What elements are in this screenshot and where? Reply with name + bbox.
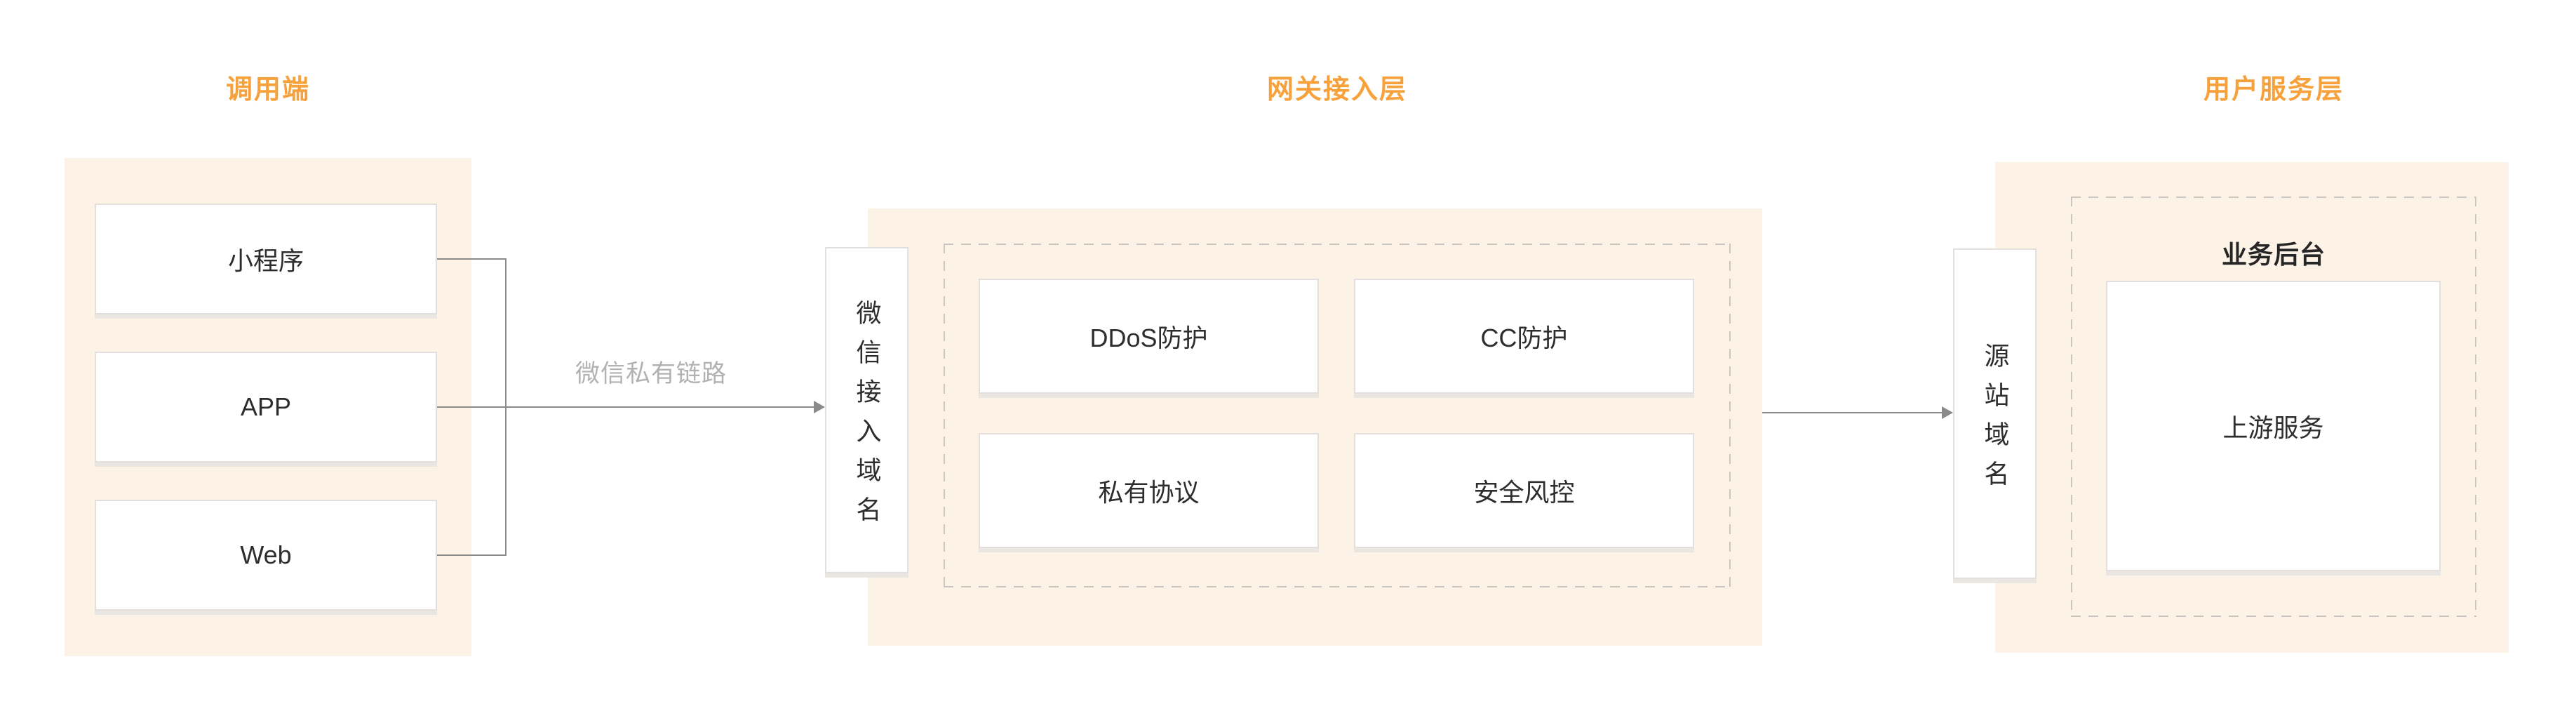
node-upstream-service-label: 上游服务 [2222,413,2324,442]
node-security-risk-control: 安全风控 [1354,433,1694,548]
section-label-gateway: 网关接入层 [1266,75,1408,105]
node-web-label: Web [240,540,292,569]
node-security-risk-control-label: 安全风控 [1473,478,1575,507]
connector-arrow-line-origin [1762,412,1943,413]
node-wechat-access-domain-label: 微信接入域名 [852,299,882,536]
arrow-right-icon [1942,406,1953,419]
node-mini-program-label: 小程序 [227,246,304,275]
connector-arrow-line-private-link [437,406,815,408]
node-app-label: APP [240,392,292,421]
node-ddos-protection-label: DDoS防护 [1089,324,1208,352]
node-private-protocol-label: 私有协议 [1098,478,1200,507]
node-web: Web [95,500,437,611]
section-label-user-service: 用户服务层 [2203,75,2344,105]
connector-stub-web [437,554,507,556]
private-link-label: 微信私有链路 [575,360,727,387]
section-label-caller: 调用端 [225,75,311,105]
node-mini-program: 小程序 [95,204,437,314]
node-cc-protection-label: CC防护 [1480,324,1568,352]
node-upstream-service: 上游服务 [2106,281,2441,571]
node-origin-domain-label: 源站域名 [1980,342,2010,500]
arrow-right-icon [814,401,825,413]
node-private-protocol: 私有协议 [979,433,1319,548]
node-cc-protection: CC防护 [1354,279,1694,394]
connector-stub-mini-program [437,258,507,260]
node-wechat-access-domain: 微信接入域名 [825,247,908,573]
node-ddos-protection: DDoS防护 [979,279,1319,394]
backend-title: 业务后台 [2221,240,2326,269]
node-app: APP [95,352,437,463]
node-origin-domain: 源站域名 [1953,248,2037,579]
